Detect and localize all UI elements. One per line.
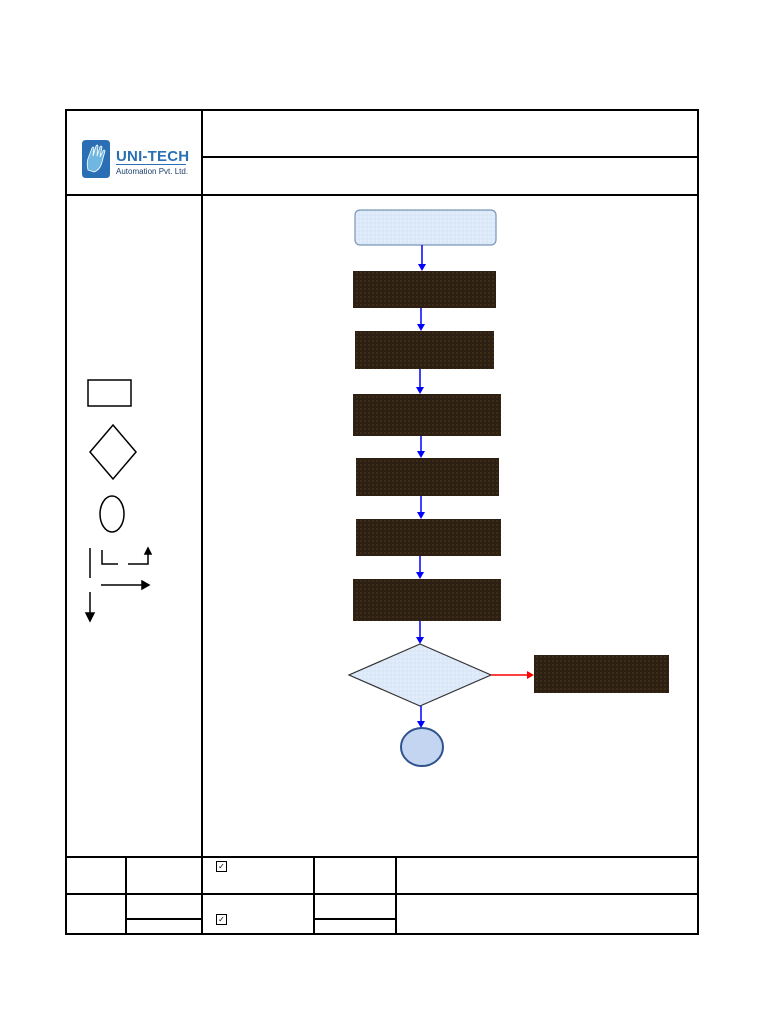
- flow-process-step-3: [353, 394, 501, 436]
- flow-process-step-6: [353, 579, 501, 621]
- flow-branch-box: [534, 655, 669, 693]
- legend-connector-lines: [89, 546, 153, 578]
- logo-underline: [116, 164, 186, 165]
- company-logo: UNI-TECH Automation Pvt. Ltd.: [80, 140, 195, 182]
- legend-process-rectangle: [87, 379, 132, 407]
- flow-process-step-4: [356, 458, 499, 496]
- logo-hand-icon: [82, 140, 110, 178]
- legend-arrow-down: [84, 592, 96, 623]
- logo-brand-text: UNI-TECH: [116, 148, 190, 165]
- footer-checkbox-2[interactable]: ✓: [216, 914, 227, 925]
- flow-end-circle: [400, 727, 444, 767]
- flow-process-step-5: [356, 519, 501, 556]
- logo-subtitle: Automation Pvt. Ltd.: [116, 167, 189, 176]
- flow-start-box: [354, 209, 497, 246]
- footer-checkbox-1[interactable]: ✓: [216, 861, 227, 872]
- flow-branch-arrow: [491, 671, 534, 679]
- form-frame: [65, 109, 699, 935]
- flow-process-step-1: [353, 271, 496, 308]
- legend-arrow-right: [101, 579, 151, 591]
- flow-decision-diamond: [347, 643, 493, 707]
- legend-decision-diamond: [89, 423, 137, 481]
- flow-process-step-2: [355, 331, 494, 369]
- flow-arrows: [416, 245, 426, 728]
- legend-terminal-oval: [99, 495, 125, 533]
